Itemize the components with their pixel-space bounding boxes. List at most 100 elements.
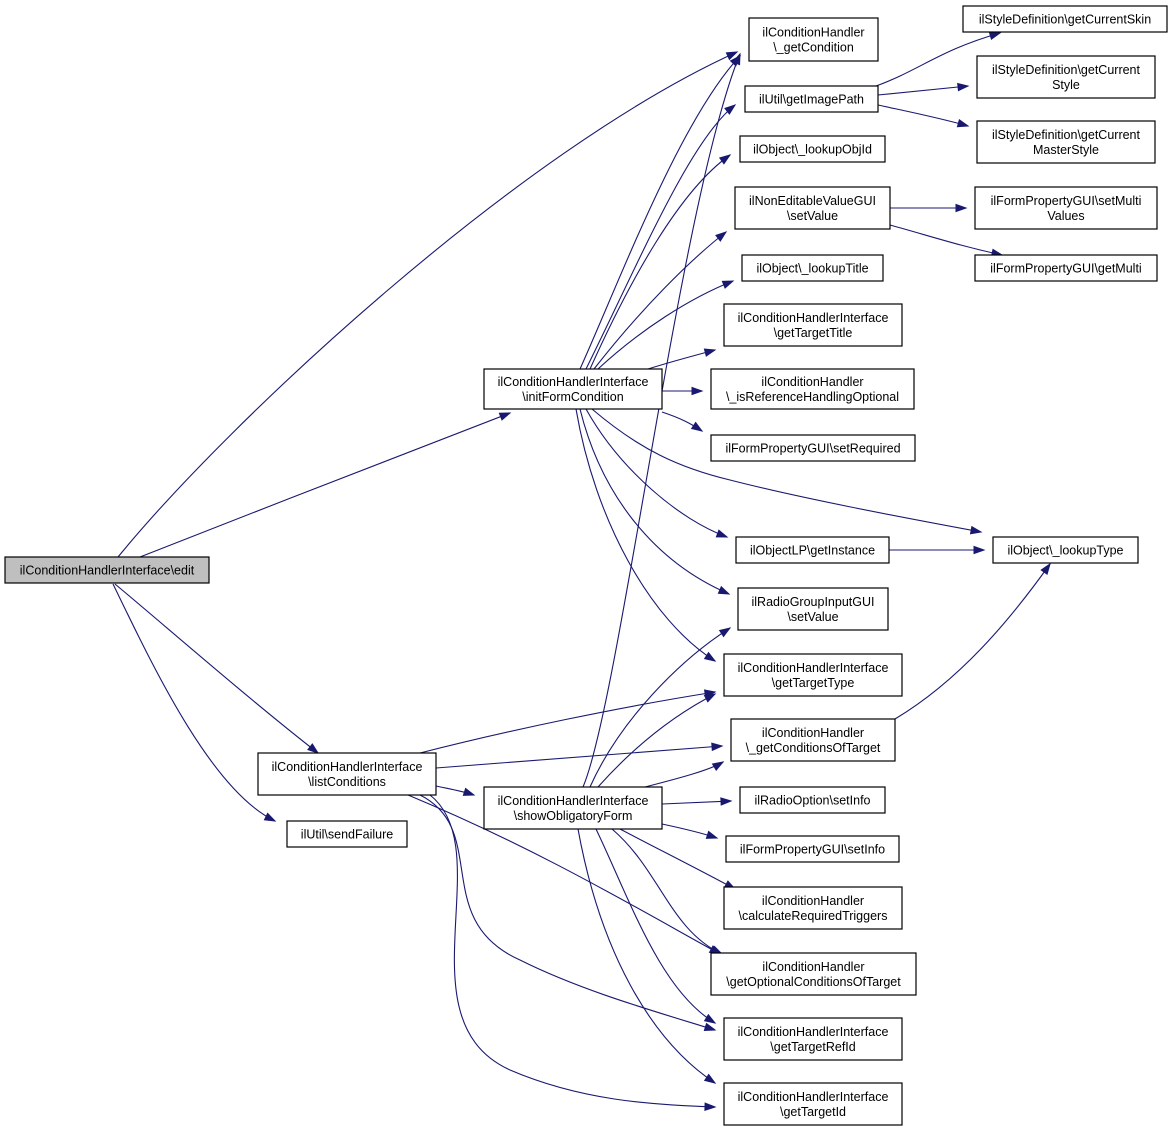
node-showObligatoryForm[interactable]: ilConditionHandlerInterface\showObligato… [483, 786, 663, 830]
call-edges [112, 31, 1051, 1111]
edge-listConditions-to-getTargetRefId [419, 794, 716, 1031]
edge-edit-to-listConditions [114, 583, 319, 754]
arrowhead [703, 1022, 717, 1032]
arrowhead [956, 118, 970, 128]
edge-listConditions-to-getTargetId [429, 794, 716, 1108]
arrowhead [711, 742, 724, 752]
node-label-line: \initFormCondition [522, 390, 623, 404]
edge-initFormCondition-to-_lookupTitle [597, 280, 734, 370]
node-box [730, 718, 896, 762]
node-label-line: \showObligatoryForm [514, 809, 633, 823]
node-label-line: ilConditionHandlerInterface [738, 1025, 889, 1039]
node-getCurrentSkin[interactable]: ilStyleDefinition\getCurrentSkin [962, 5, 1168, 33]
edge-edit-to-_getCondition [117, 51, 738, 558]
node-getImagePath[interactable]: ilUtil\getImagePath [744, 85, 879, 113]
node-label-line: ilConditionHandler [761, 375, 863, 389]
node-ro_setInfo[interactable]: ilRadioOption\setInfo [739, 786, 886, 814]
node-label-line: MasterStyle [1033, 143, 1099, 157]
edge-getImagePath-to-getCurrentMasterStyle [877, 104, 969, 127]
edge-initFormCondition-to-_getCondition [579, 55, 741, 370]
edge-edit-to-initFormCondition [139, 412, 511, 558]
arrowhead [703, 693, 717, 703]
node-_lookupType[interactable]: ilObject\_lookupType [992, 536, 1139, 564]
node-box [734, 186, 891, 230]
edge-getImagePath-to-getCurrentStyle [877, 85, 969, 96]
node-box [725, 835, 900, 863]
node-box [710, 952, 917, 996]
arrowhead [715, 529, 729, 538]
node-box [710, 368, 915, 410]
node-rg_setValue[interactable]: ilRadioGroupInputGUI\setValue [737, 587, 889, 631]
node-getTargetType[interactable]: ilConditionHandlerInterface\getTargetTyp… [723, 653, 903, 697]
node-edit[interactable]: ilConditionHandlerInterface\edit [4, 556, 210, 584]
node-listConditions[interactable]: ilConditionHandlerInterface\listConditio… [257, 752, 437, 796]
node-box [257, 752, 437, 796]
node-box [723, 1082, 903, 1126]
node-_lookupTitle[interactable]: ilObject\_lookupTitle [741, 254, 884, 282]
edge-ne_setValue-to-getMulti [889, 224, 1003, 256]
edge-initFormCondition-to-rg_setValue [579, 408, 730, 595]
arrowhead [704, 1102, 717, 1111]
node-ne_setValue[interactable]: ilNonEditableValueGUI\setValue [734, 186, 891, 230]
node-getMulti[interactable]: ilFormPropertyGUI\getMulti [974, 254, 1158, 282]
node-initFormCondition[interactable]: ilConditionHandlerInterface\initFormCond… [483, 368, 663, 410]
node-label-line: ilFormPropertyGUI\getMulti [990, 262, 1141, 276]
node-box [741, 254, 884, 282]
node-calcReqTriggers[interactable]: ilConditionHandler\calculateRequiredTrig… [723, 886, 903, 930]
node-box [483, 786, 663, 830]
node-getTargetId[interactable]: ilConditionHandlerInterface\getTargetId [723, 1082, 903, 1126]
node-box [723, 886, 903, 930]
node-setRequired[interactable]: ilFormPropertyGUI\setRequired [710, 434, 916, 462]
node-box [976, 120, 1156, 164]
node-label-line: \setValue [787, 209, 838, 223]
node-label-line: \setValue [787, 610, 838, 624]
node-box [748, 17, 879, 62]
arrowhead [715, 231, 728, 242]
edge-showObligatoryForm-to-getTargetId [577, 828, 716, 1084]
node-_lookupObjId[interactable]: ilObject\_lookupObjId [739, 135, 886, 163]
node-label-line: Values [1047, 209, 1084, 223]
node-label-line: ilNonEditableValueGUI [749, 194, 876, 208]
arrowhead [955, 203, 968, 213]
node-getTargetRefId[interactable]: ilConditionHandlerInterface\getTargetRef… [723, 1017, 903, 1061]
node-label-line: ilRadioGroupInputGUI [752, 595, 875, 609]
node-label-line: ilConditionHandlerInterface [738, 661, 889, 675]
node-label-line: ilObject\_lookupObjId [753, 143, 872, 157]
node-label-line: \_isReferenceHandlingOptional [726, 390, 899, 404]
node-getTargetTitle[interactable]: ilConditionHandlerInterface\getTargetTit… [723, 303, 903, 347]
edge-showObligatoryForm-to-getTargetRefId [595, 828, 716, 1024]
node-label-line: ilStyleDefinition\getCurrent [992, 128, 1141, 142]
node-label-line: ilObject\_lookupType [1007, 544, 1123, 558]
node-label-line: \_getConditionsOfTarget [746, 741, 881, 755]
arrowhead [703, 348, 717, 357]
node-box [710, 434, 916, 462]
node-label-line: ilStyleDefinition\getCurrent [992, 63, 1141, 77]
edge-initFormCondition-to-_lookupType [591, 408, 982, 533]
node-fp_setInfo[interactable]: ilFormPropertyGUI\setInfo [725, 835, 900, 863]
node-label-line: \getTargetRefId [770, 1040, 856, 1054]
node-_getCondsOfTarget[interactable]: ilConditionHandler\_getConditionsOfTarge… [730, 718, 896, 762]
node-_isRefOpt[interactable]: ilConditionHandler\_isReferenceHandlingO… [710, 368, 915, 410]
node-box [992, 536, 1139, 564]
node-getInstance[interactable]: ilObjectLP\getInstance [735, 536, 890, 564]
node-label-line: \getTargetId [780, 1105, 846, 1119]
node-label-line: ilObject\_lookupTitle [756, 262, 868, 276]
node-_getCondition[interactable]: ilConditionHandler\_getCondition [748, 17, 879, 62]
arrowhead [718, 154, 732, 165]
node-sendFailure[interactable]: ilUtil\sendFailure [286, 820, 408, 848]
node-label-line: \calculateRequiredTriggers [739, 909, 888, 923]
node-getOptConds[interactable]: ilConditionHandler\getOptionalConditions… [710, 952, 917, 996]
node-label-line: ilFormPropertyGUI\setInfo [740, 843, 885, 857]
edge-showObligatoryForm-to-_getCondition [582, 53, 741, 788]
node-label-line: ilConditionHandler [762, 26, 864, 40]
edge-showObligatoryForm-to-getTargetType [597, 693, 716, 788]
arrowhead [957, 82, 970, 92]
arrowhead [703, 1013, 717, 1024]
function-nodes: ilConditionHandlerInterface\edit ilCondit… [4, 5, 1168, 1126]
edge-edit-to-sendFailure [112, 583, 276, 822]
node-label-line: ilFormPropertyGUI\setRequired [725, 442, 900, 456]
node-label-line: \listConditions [308, 775, 386, 789]
